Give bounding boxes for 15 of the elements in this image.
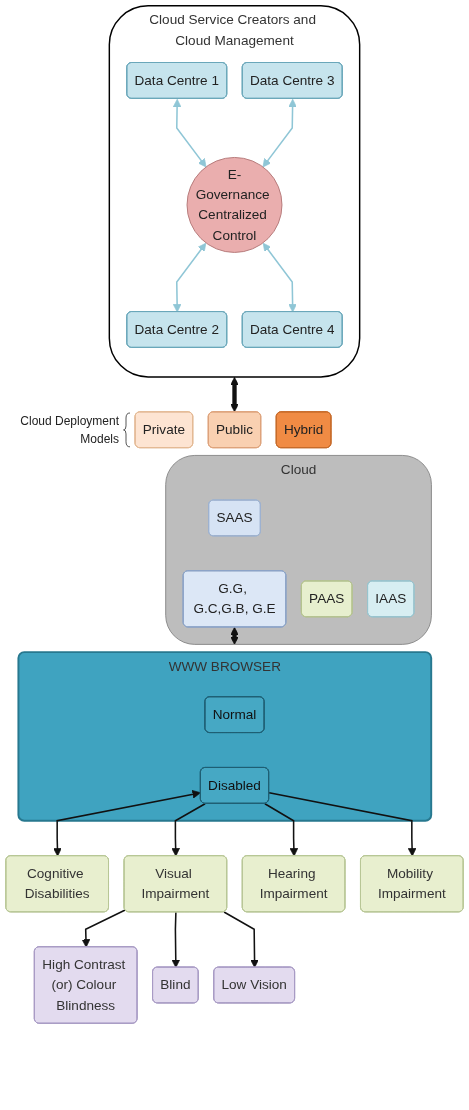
arrow: [262, 98, 297, 168]
arrow: [172, 98, 207, 168]
arrow: [53, 790, 201, 857]
arrow: [171, 802, 206, 857]
arrow: [223, 911, 259, 968]
arrow: [230, 376, 239, 413]
arrow: [81, 909, 126, 948]
arrow: [262, 242, 297, 313]
arrow: [230, 626, 239, 645]
arrow: [264, 802, 299, 857]
arrow: [268, 791, 417, 857]
arrow: [171, 911, 181, 968]
node-circle: E-Governance Centralized Control: [186, 156, 283, 253]
group-label: Cloud Deployment Models: [19, 412, 120, 448]
arrow: [172, 242, 207, 313]
